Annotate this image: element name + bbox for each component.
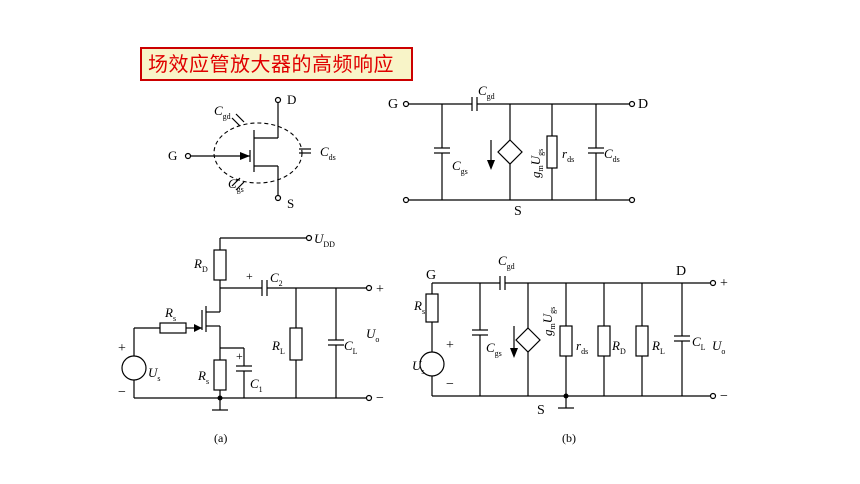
b-rl-label: RL: [651, 338, 665, 356]
b-rs-label: Rs: [413, 298, 425, 316]
b-source-label: S: [537, 403, 545, 418]
top-source-label: S: [514, 204, 522, 219]
a-uo-label: Uo: [366, 326, 379, 344]
fet-cds-label: Cds: [320, 144, 336, 162]
svg-text:−: −: [118, 385, 126, 400]
top-drain-label: D: [638, 97, 648, 112]
fet-capacitance-model: D S G Cgd Cgs Cds: [168, 92, 336, 211]
b-out-minus: −: [720, 389, 728, 404]
a-cl-label: CL: [344, 338, 358, 356]
b-cgs-label: Cgs: [486, 340, 502, 358]
svg-text:+: +: [118, 341, 126, 356]
a-out-minus: −: [376, 391, 384, 406]
top-rds-label: rds: [562, 146, 574, 164]
top-cgs-label: Cgs: [452, 158, 468, 176]
a-rl-label: RL: [271, 338, 285, 356]
a-us-label: Us: [148, 365, 161, 383]
b-rds-label: rds: [576, 338, 588, 356]
fet-gate-arrow: [240, 152, 250, 160]
a-fet-gate-arrow: [194, 324, 202, 332]
svg-text:+: +: [236, 349, 243, 363]
svg-text:+: +: [446, 338, 454, 353]
a-rs-src-label: Rs: [197, 368, 209, 386]
a-c2-label: C2: [270, 270, 283, 288]
a-rd-label: RD: [193, 256, 208, 274]
svg-text:−: −: [446, 377, 454, 392]
fet-boundary-ellipse: [213, 122, 303, 184]
fet-source-terminal: [274, 194, 282, 202]
b-cl-label: CL: [692, 334, 706, 352]
fet-drain-terminal: [274, 96, 282, 104]
top-dependent-source: [497, 139, 523, 165]
top-gate-label: G: [388, 97, 398, 112]
a-udd-label: UDD: [314, 231, 335, 249]
page-title: 场效应管放大器的高频响应: [140, 47, 413, 81]
a-rs-in-label: Rs: [164, 305, 176, 323]
a-c1-label: C1: [250, 376, 263, 394]
fet-cgs-label: Cgs: [228, 176, 244, 194]
b-us-label: Us: [412, 358, 425, 376]
b-gm-label: gmUgs: [540, 307, 557, 336]
fet-drain-label: D: [287, 92, 296, 107]
fet-gate-label: G: [168, 148, 177, 163]
fet-source-label: S: [287, 196, 294, 211]
b-drain-label: D: [676, 264, 686, 279]
equivalent-circuit-b: G D Cgd + Rs + − Us Cgs gmUgs: [412, 253, 728, 445]
b-out-plus: +: [720, 276, 728, 291]
top-cds-label: Cds: [604, 146, 620, 164]
a-caption: (a): [214, 431, 227, 445]
top-gm-label: gmUgs: [528, 149, 545, 178]
fet-gate-terminal: [184, 152, 192, 160]
b-caption: (b): [562, 431, 576, 445]
b-dependent-source: [515, 327, 541, 353]
top-cgd-label: Cgd: [478, 83, 495, 101]
b-rd-label: RD: [611, 338, 626, 356]
fet-cgd-label: Cgd: [214, 103, 231, 121]
a-out-plus: +: [376, 282, 384, 297]
b-uo-label: Uo: [712, 338, 725, 356]
amplifier-circuit-a: UDD RD + C2 + Rs + − Us: [118, 231, 384, 445]
svg-text:+: +: [246, 269, 253, 283]
b-cgd-label: Cgd: [498, 253, 515, 271]
equivalent-circuit-top: G D S Cgd Cgs gmUgs rds Cds: [388, 83, 648, 219]
b-gate-label: G: [426, 268, 436, 283]
a-voltage-source: [121, 355, 147, 381]
